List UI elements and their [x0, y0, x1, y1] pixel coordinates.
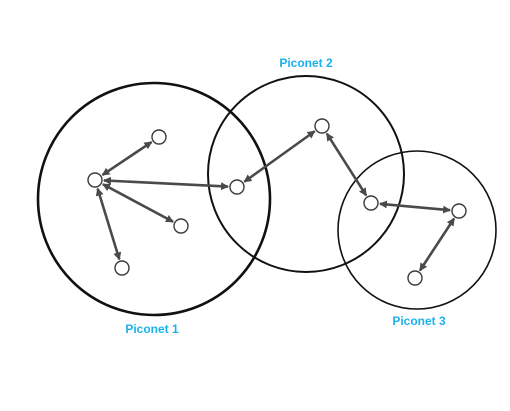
piconet-1-label: Piconet 1 [125, 322, 179, 336]
node-bridge23 [363, 195, 379, 211]
link-m1-bridge12 [102, 176, 230, 191]
piconet-3-label: Piconet 3 [392, 314, 446, 328]
link-bridge23-m3 [378, 200, 452, 214]
link-bridge12-m2 [243, 130, 316, 183]
node-s3a [407, 270, 423, 286]
link-m1-s1c [95, 187, 122, 261]
node-s1a [151, 129, 167, 145]
piconet-1-boundary [36, 81, 272, 317]
piconet-3-boundary [337, 150, 497, 310]
node-s1c [114, 260, 130, 276]
links-layer [95, 130, 456, 272]
node-m3 [451, 203, 467, 219]
node-s1b [173, 218, 189, 234]
link-m3-s3a [418, 217, 456, 272]
nodes-layer [87, 118, 467, 286]
node-m1 [87, 172, 103, 188]
node-bridge12 [229, 179, 245, 195]
piconet-2-label: Piconet 2 [279, 56, 333, 70]
link-m1-s1a [101, 140, 153, 177]
link-m1-s1b [102, 183, 174, 223]
piconet-2-boundary [207, 75, 405, 273]
link-m2-bridge23 [325, 132, 368, 197]
node-m2 [314, 118, 330, 134]
